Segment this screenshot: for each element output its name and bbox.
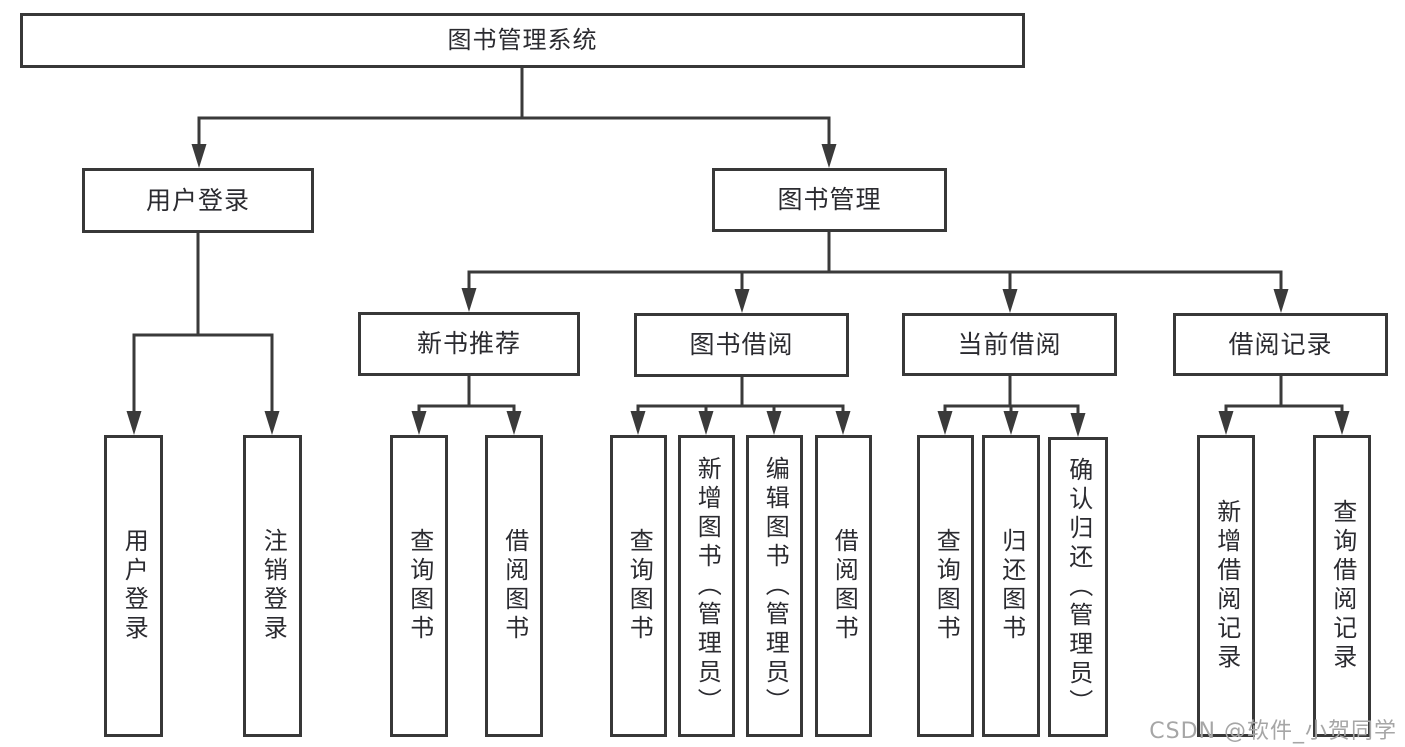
node-borrow-books-borrow: 借阅图书 <box>815 435 872 737</box>
node-borrow-books-recommend: 借阅图书 <box>485 435 543 737</box>
node-query-books-current: 查询图书 <box>917 435 974 737</box>
arrowhead-icon <box>1070 413 1086 437</box>
arrowhead-icon <box>1273 289 1289 313</box>
arrowhead-icon <box>835 411 851 435</box>
node-label: 用户登录 <box>120 528 149 644</box>
arrowhead-icon <box>1003 411 1019 435</box>
node-query-books-borrow: 查询图书 <box>610 435 667 737</box>
node-label: 图书借阅 <box>689 330 794 360</box>
arrowhead-icon <box>766 411 782 435</box>
arrowhead-icon <box>191 144 207 168</box>
node-label: 当前借阅 <box>957 329 1062 359</box>
connector-records-fanout <box>1218 374 1350 435</box>
connector-user-login-fanout <box>126 231 280 435</box>
connector-root-fanout <box>191 66 837 168</box>
node-current-borrowing: 当前借阅 <box>902 313 1117 376</box>
node-label: 新增借阅记录 <box>1212 499 1241 673</box>
arrowhead-icon <box>821 144 837 168</box>
arrowhead-icon <box>264 411 280 435</box>
node-user-login-action: 用户登录 <box>104 435 163 737</box>
node-new-book-recommendation: 新书推荐 <box>358 312 580 376</box>
arrowhead-icon <box>937 411 953 435</box>
node-label: 新书推荐 <box>416 329 521 359</box>
node-label: 图书管理 <box>777 185 882 215</box>
arrowhead-icon <box>1218 411 1234 435</box>
node-label: 查询图书 <box>405 528 434 644</box>
node-confirm-return-admin: 确认归还（管理员） <box>1048 437 1108 737</box>
connector-book-management-fanout <box>461 230 1289 313</box>
node-label: 借阅记录 <box>1228 329 1333 359</box>
node-label: 查询图书 <box>932 528 961 644</box>
connector-borrowing-fanout <box>630 375 851 435</box>
arrowhead-icon <box>698 411 714 435</box>
node-label: 编辑图书（管理员） <box>761 455 790 717</box>
csdn-watermark: CSDN @软件_小贺同学 <box>1149 719 1397 744</box>
arrowhead-icon <box>506 411 522 435</box>
arrowhead-icon <box>1002 289 1018 313</box>
node-borrowing-records: 借阅记录 <box>1173 313 1388 376</box>
arrowhead-icon <box>734 289 750 313</box>
node-label: 注销登录 <box>259 528 288 644</box>
node-query-borrow-record: 查询借阅记录 <box>1313 435 1371 737</box>
node-system-root: 图书管理系统 <box>20 13 1025 68</box>
node-label: 确认归还（管理员） <box>1064 456 1093 718</box>
node-return-books: 归还图书 <box>982 435 1040 737</box>
node-add-book-admin: 新增图书（管理员） <box>678 435 735 737</box>
node-label: 查询借阅记录 <box>1328 499 1357 673</box>
node-query-books-recommend: 查询图书 <box>390 435 448 737</box>
arrowhead-icon <box>411 411 427 435</box>
node-label: 归还图书 <box>997 528 1026 644</box>
node-label: 借阅图书 <box>830 528 859 644</box>
arrowhead-icon <box>1334 411 1350 435</box>
node-label: 图书管理系统 <box>447 26 598 55</box>
arrowhead-icon <box>630 411 646 435</box>
node-edit-book-admin: 编辑图书（管理员） <box>746 435 803 737</box>
node-label: 新增图书（管理员） <box>693 455 722 717</box>
node-logout-action: 注销登录 <box>243 435 302 737</box>
node-label: 借阅图书 <box>500 528 529 644</box>
connector-current-fanout <box>937 374 1086 437</box>
node-book-management: 图书管理 <box>712 168 947 232</box>
node-user-login: 用户登录 <box>82 168 314 233</box>
node-add-borrow-record: 新增借阅记录 <box>1197 435 1255 737</box>
arrowhead-icon <box>461 288 477 312</box>
node-label: 用户登录 <box>145 185 250 215</box>
node-book-borrowing: 图书借阅 <box>634 313 849 377</box>
arrowhead-icon <box>126 411 142 435</box>
connector-recommend-fanout <box>411 374 522 435</box>
node-label: 查询图书 <box>625 528 654 644</box>
